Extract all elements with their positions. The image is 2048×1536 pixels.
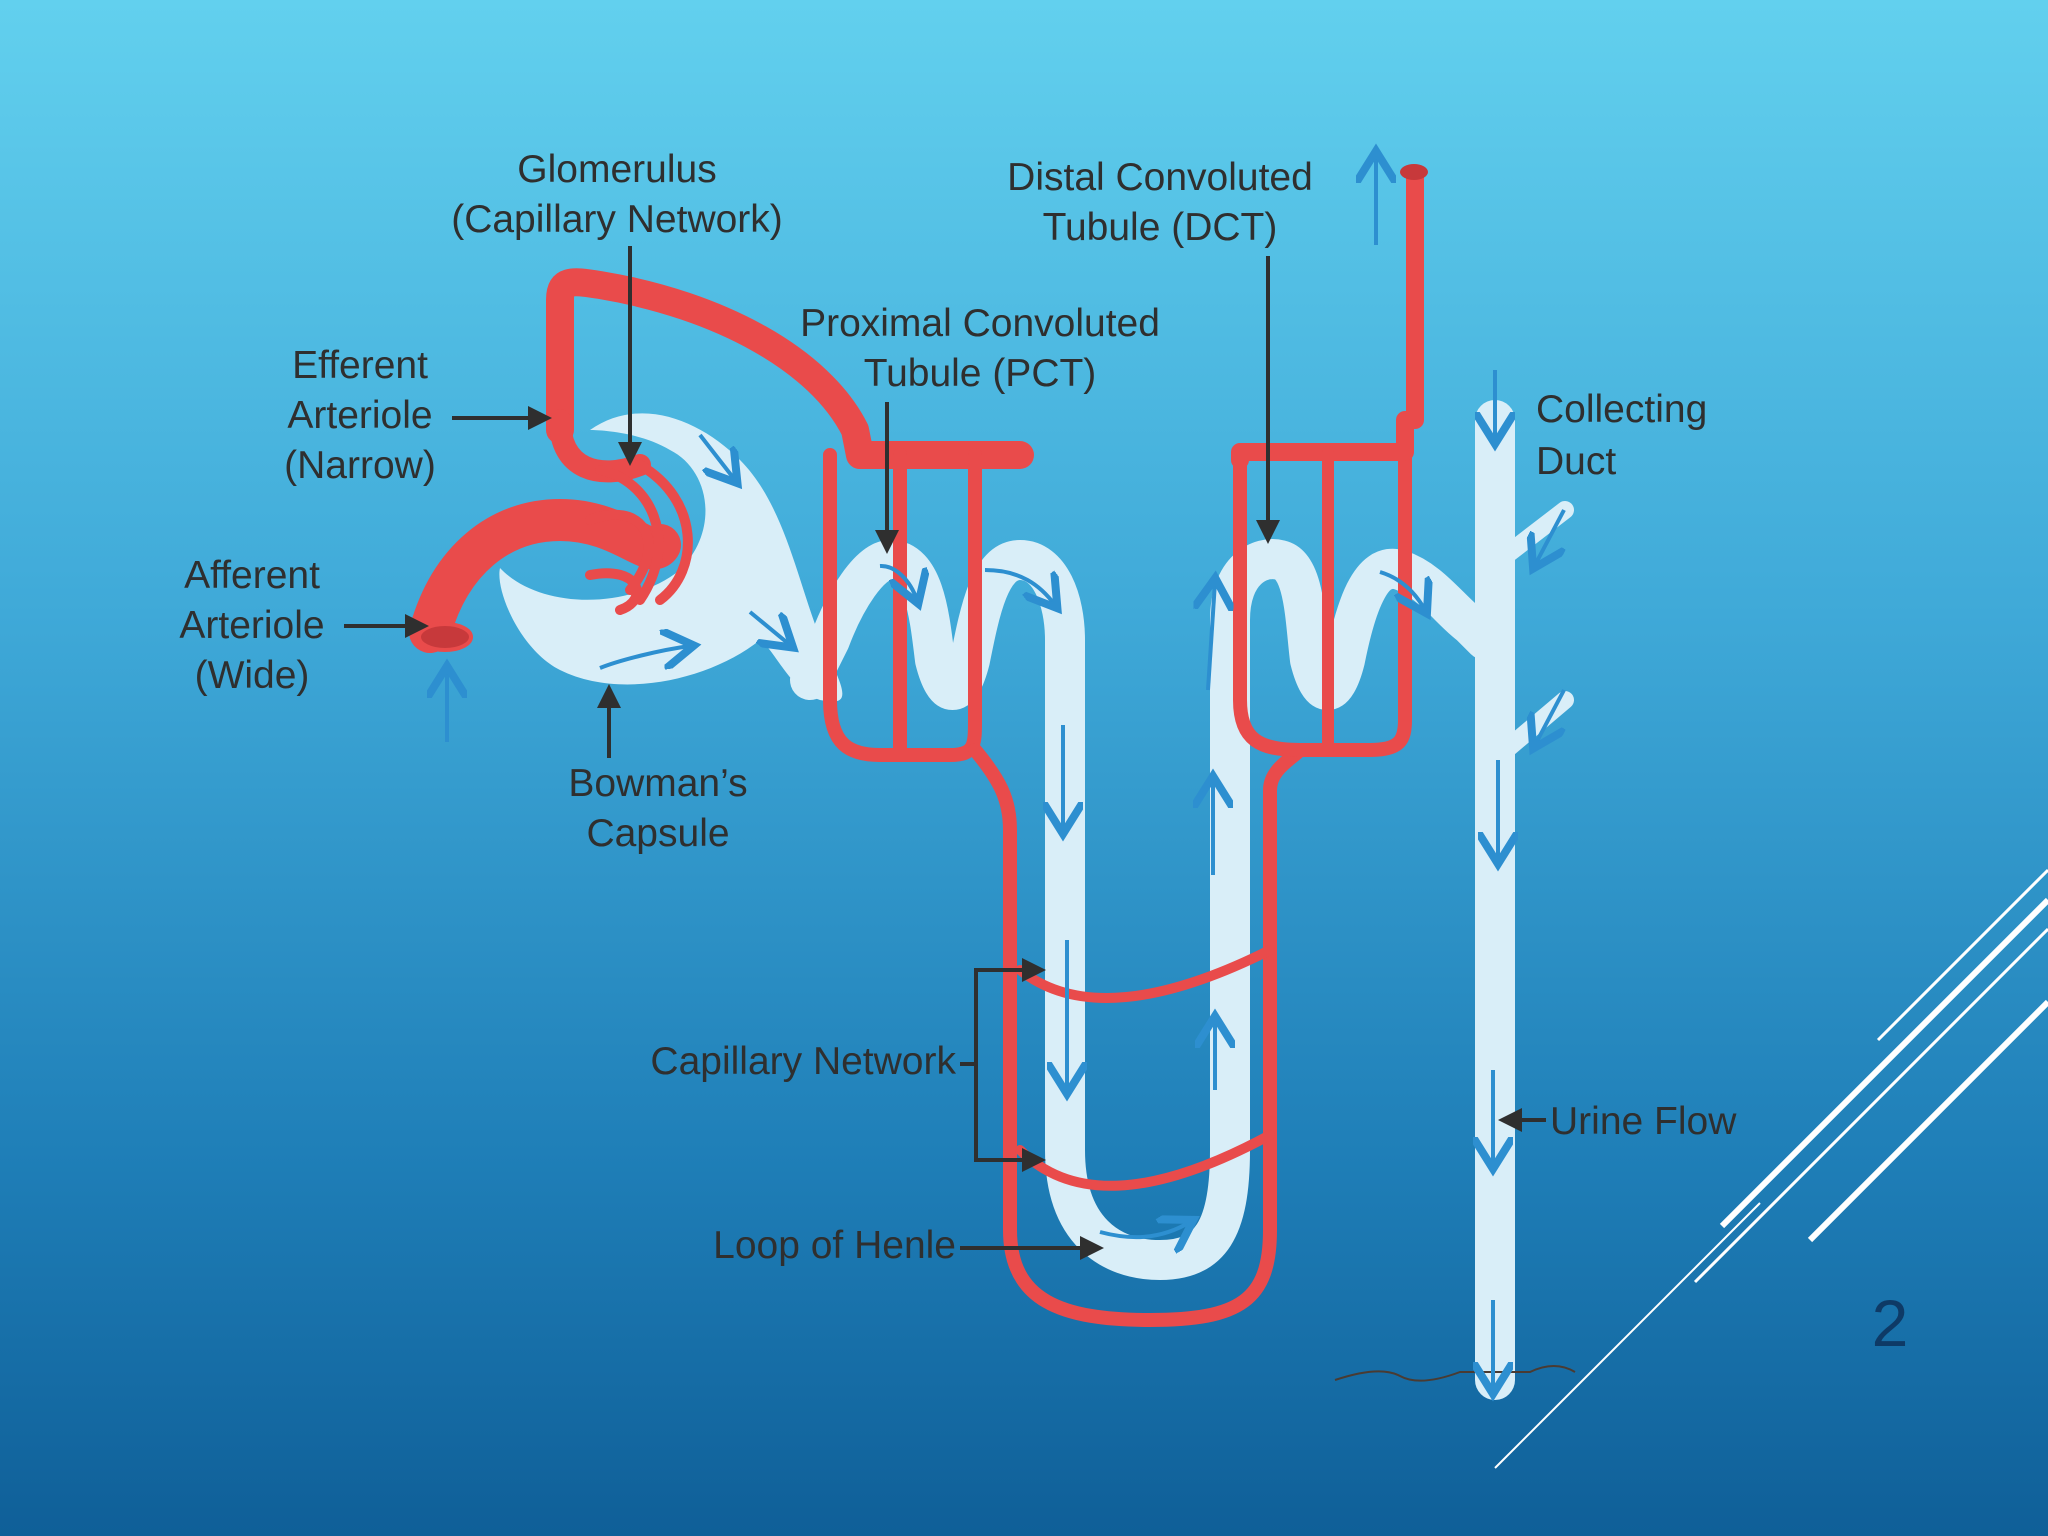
decorative-corner-lines [1494,868,2048,1469]
vessel-outlet [1400,164,1428,180]
slide-page-number: 2 [1872,1286,1909,1360]
label-glomerulus-line2: (Capillary Network) [451,198,783,241]
label-pct-line1: Proximal Convoluted [800,302,1160,345]
label-afferent-line3: (Wide) [195,654,310,697]
label-efferent-line3: (Narrow) [284,444,436,487]
label-efferent-line1: Efferent [292,344,428,387]
label-pct: Proximal Convoluted Tubule (PCT) [800,302,1160,395]
label-collecting-line1: Collecting [1536,388,1707,431]
flow-arrows [447,155,1566,1390]
label-capillary-network: Capillary Network [650,1040,956,1083]
label-bowmans-capsule: Bowman’s Capsule [568,762,747,855]
label-efferent-line2: Arteriole [287,394,432,437]
label-loop-of-henle: Loop of Henle [713,1224,956,1267]
label-urine-flow: Urine Flow [1550,1100,1737,1143]
label-afferent-arteriole: Afferent Arteriole (Wide) [179,554,324,697]
label-dct-line2: Tubule (DCT) [1043,206,1278,249]
label-pct-line2: Tubule (PCT) [864,352,1097,395]
label-glomerulus-line1: Glomerulus [517,148,716,191]
label-bowmans-line2: Capsule [586,812,729,855]
label-bowmans-line1: Bowman’s [568,762,747,805]
blood-vessels [409,164,1428,1327]
leader-lines [344,246,1546,1260]
nephron-tubule [790,539,1505,1280]
label-efferent-arteriole: Efferent Arteriole (Narrow) [284,344,436,487]
label-afferent-line2: Arteriole [179,604,324,647]
label-dct: Distal Convoluted Tubule (DCT) [1007,156,1313,249]
label-glomerulus: Glomerulus (Capillary Network) [451,148,783,241]
label-collecting-line2: Duct [1536,440,1616,483]
afferent-opening [417,622,473,652]
label-collecting-duct: Collecting Duct [1536,388,1707,483]
label-afferent-line1: Afferent [184,554,320,597]
label-dct-line1: Distal Convoluted [1007,156,1313,199]
